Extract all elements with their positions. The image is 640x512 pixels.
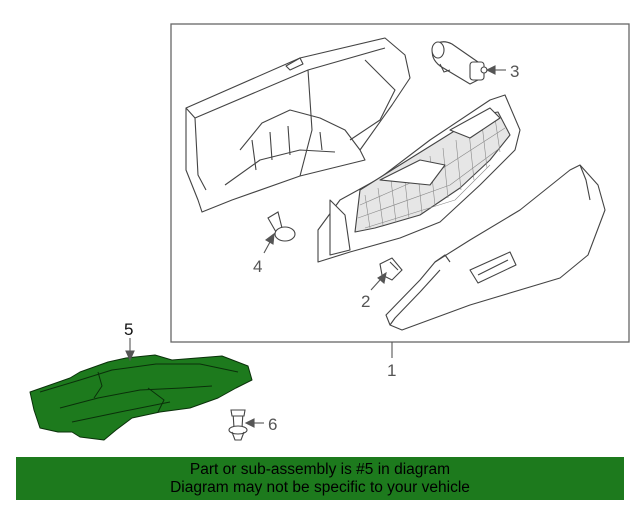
callout-1: 1: [387, 361, 396, 380]
insulator-panel-part: [29, 354, 253, 441]
glove-box-door: [385, 164, 606, 331]
callout-3: 3: [510, 62, 519, 81]
pivot-bolt-part: [267, 211, 296, 242]
info-banner: Part or sub-assembly is #5 in diagram Di…: [16, 457, 624, 500]
push-clip-part: [228, 409, 248, 441]
glove-box-bin: [185, 37, 411, 213]
assembly-frame: [170, 23, 630, 343]
callout-4: 4: [253, 257, 262, 276]
glove-box-inner-panel: [317, 94, 521, 263]
damper-part: [431, 41, 488, 85]
callout-6: 6: [268, 415, 277, 434]
banner-line-2: Diagram may not be specific to your vehi…: [170, 478, 470, 496]
banner-line-1: Part or sub-assembly is #5 in diagram: [189, 460, 451, 478]
callout-5: 5: [124, 320, 133, 339]
callout-leaders: [125, 65, 506, 428]
callout-2: 2: [361, 292, 370, 311]
